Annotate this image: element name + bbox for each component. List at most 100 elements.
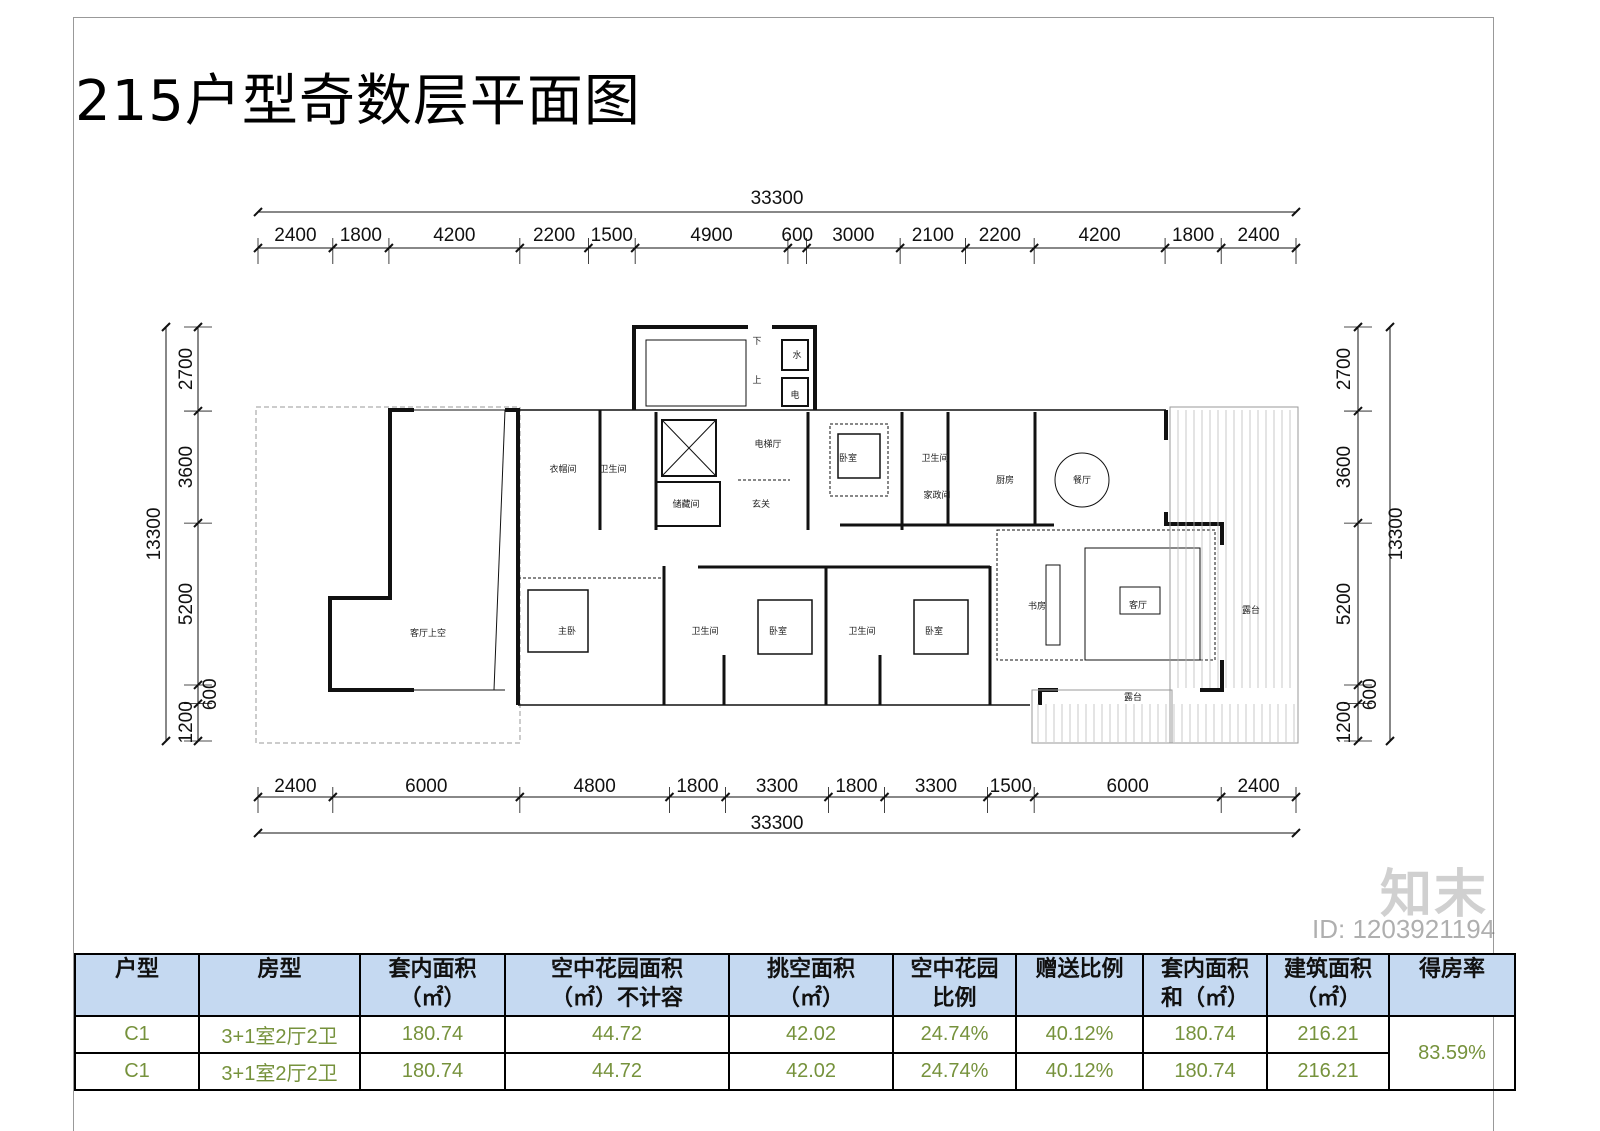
dimension-label: 1800	[1172, 225, 1214, 246]
table-cell: 3+1室2厅2卫	[198, 1015, 361, 1054]
table-cell-merged: 83.59%	[1388, 1015, 1516, 1091]
dimension-label: 2200	[979, 225, 1021, 246]
room-label: 主卧	[558, 625, 576, 637]
wall	[328, 408, 414, 692]
wall	[632, 325, 748, 410]
dimension-tick	[161, 736, 171, 746]
dimension-label: 600	[200, 678, 221, 710]
room-label: 卫生间	[921, 452, 948, 464]
dimension-tick	[1291, 207, 1301, 217]
column-header: 得房率	[1388, 953, 1516, 1017]
page-title: 215户型奇数层平面图	[75, 69, 641, 134]
dimension-label: 6000	[405, 776, 447, 797]
table-cell: 42.02	[728, 1015, 894, 1054]
column-header-line: 房型	[257, 956, 302, 982]
dimension-label: 3600	[1334, 446, 1355, 488]
dimension-label: 2400	[1237, 776, 1279, 797]
room-label: 客厅上空	[410, 627, 446, 639]
dimension-label: 2100	[912, 225, 954, 246]
room-label: 卧室	[769, 625, 787, 637]
column-header-line: 空中花园面积	[550, 956, 683, 982]
column-header: 空中花园面积 （㎡）不计容	[504, 953, 730, 1017]
walls	[255, 325, 1299, 744]
table-cell: 44.72	[504, 1052, 730, 1091]
room-label: 露台	[1124, 691, 1142, 703]
dimension-label: 1200	[176, 701, 197, 743]
table-cell: C1	[74, 1052, 200, 1091]
dimension-label: 4800	[574, 776, 616, 797]
terrace-outline	[1169, 406, 1299, 744]
room-label: 电	[790, 389, 799, 401]
column-header-line: （㎡）不计容	[550, 985, 683, 1011]
room-label: 衣帽间	[549, 463, 576, 475]
wall	[772, 325, 817, 410]
column-header: 挑空面积（㎡）	[728, 953, 894, 1017]
column-header-line: 赠送比例	[1035, 956, 1124, 982]
wall	[1200, 660, 1224, 692]
room-label: 下	[752, 337, 761, 347]
table-cell: 216.21	[1266, 1052, 1390, 1091]
table-cell: 24.74%	[892, 1015, 1017, 1054]
drawing-frame	[73, 17, 1494, 1131]
column-header-line: 和（㎡）	[1160, 985, 1249, 1011]
table-cell: C1	[74, 1015, 200, 1054]
column-header: 房型	[198, 953, 361, 1017]
room-label: 书房	[1028, 600, 1046, 612]
dimension-label: 3300	[756, 776, 798, 797]
room-label: 家政间	[923, 489, 950, 501]
column-header-line: 套内面积	[1160, 956, 1249, 982]
room-label: 上	[752, 375, 761, 386]
column-header: 套内面积 （㎡）	[359, 953, 506, 1017]
table-cell: 44.72	[504, 1015, 730, 1054]
room-label: 卫生间	[691, 625, 718, 637]
watermark-id: ID: 1203921194	[1312, 914, 1496, 944]
dimension-label: 2400	[1237, 225, 1279, 246]
room-label: 餐厅	[1073, 474, 1091, 486]
dimension-label: 5200	[1334, 583, 1355, 625]
column-header-line: 户型	[114, 956, 159, 982]
terrace-outline	[1031, 689, 1173, 744]
dimension-tick	[253, 828, 263, 838]
dimension-label: 1800	[835, 776, 877, 797]
column-header-line: 空中花园	[910, 956, 999, 982]
dining-table	[1054, 452, 1110, 508]
column-header-line: 得房率	[1418, 956, 1485, 982]
watermark-logo: 知末	[1380, 865, 1489, 925]
total-dimension-label: 33300	[751, 188, 804, 209]
table-cell: 180.74	[1142, 1015, 1268, 1054]
table-cell: 42.02	[728, 1052, 894, 1091]
column-header: 赠送比例	[1015, 953, 1144, 1017]
total-dimension-label: 13300	[144, 508, 165, 561]
dimension-label: 3600	[176, 446, 197, 488]
total-dimension-label: 33300	[751, 813, 804, 834]
column-header-line: 套内面积	[388, 956, 477, 982]
dimension-label: 4900	[690, 225, 732, 246]
dimension-label: 4200	[1078, 225, 1120, 246]
dimension-label: 2400	[274, 776, 316, 797]
column-header-line: 建筑面积	[1283, 956, 1372, 982]
dimension-label: 1800	[340, 225, 382, 246]
column-header-line: （㎡）	[399, 985, 466, 1011]
table-cell: 180.74	[359, 1052, 506, 1091]
room-label: 卫生间	[599, 463, 626, 475]
room-label: 水	[792, 349, 801, 361]
area-table: 户型房型套内面积（㎡）空中花园面积（㎡）不计容挑空面积（㎡）空中花园比例赠送比例…	[74, 953, 1516, 1091]
column-header-line: （㎡）	[777, 985, 844, 1011]
wall	[1038, 688, 1058, 705]
column-header: 户型	[74, 953, 200, 1017]
room-label: 卧室	[925, 625, 943, 637]
dimension-tick	[161, 322, 171, 332]
room-labels: 客厅上空衣帽间卫生间储藏间电梯厅玄关卧室卫生间家政间厨房餐厅主卧卫生间卧室卫生间…	[410, 337, 1260, 703]
dimension-label: 1500	[990, 776, 1032, 797]
dimension-label: 1200	[1334, 701, 1355, 743]
dimension-label: 4200	[433, 225, 475, 246]
dimension-label: 2700	[1334, 348, 1355, 390]
column-header: 建筑面积（㎡）	[1266, 953, 1390, 1017]
dimension-label: 600	[781, 225, 813, 246]
sofa	[1084, 547, 1201, 661]
table-cell: 3+1室2厅2卫	[198, 1052, 361, 1091]
table-cell: 40.12%	[1015, 1015, 1144, 1054]
